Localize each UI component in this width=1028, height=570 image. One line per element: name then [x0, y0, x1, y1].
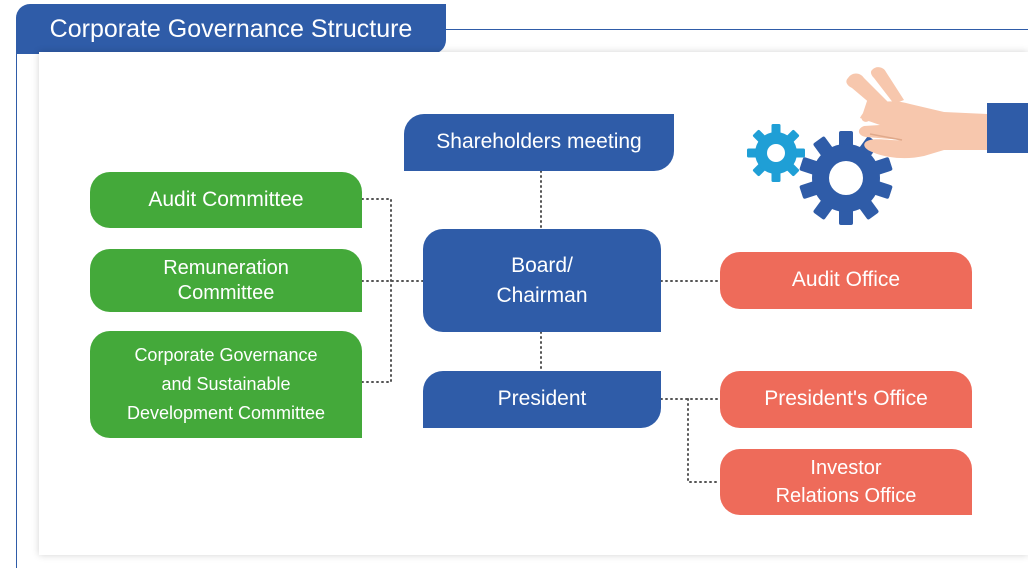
node-remuneration-committee-line-2: Committee [177, 281, 275, 304]
title-rule [446, 29, 1028, 30]
node-board-chairman: Board/ Chairman [423, 229, 661, 332]
node-governance-committee-line-1: Corporate Governance [134, 344, 318, 365]
node-president: President [423, 371, 661, 428]
frame-border-left [16, 54, 17, 568]
node-shareholders-meeting-label: Shareholders meeting [436, 130, 642, 154]
page-title-text: Corporate Governance Structure [49, 14, 413, 43]
node-governance-committee-line-3: Development Committee [126, 403, 326, 424]
node-presidents-office: President's Office [720, 371, 972, 428]
node-audit-committee: Audit Committee [90, 172, 362, 228]
gear-large-icon [799, 131, 893, 225]
node-presidents-office-label: President's Office [764, 387, 928, 411]
node-board-chairman-line-1: Board/ [511, 254, 573, 278]
node-governance-committee: Corporate Governance and Sustainable Dev… [90, 331, 362, 438]
node-investor-relations-office: Investor Relations Office [720, 449, 972, 515]
connector-committees-bracket [361, 198, 392, 383]
page-title: Corporate Governance Structure [16, 4, 446, 54]
node-remuneration-committee: Remuneration Committee [90, 249, 362, 312]
hand-icon [846, 67, 1028, 159]
node-president-label: President [497, 387, 587, 411]
node-board-chairman-line-2: Chairman [496, 283, 588, 307]
node-audit-committee-label: Audit Committee [148, 187, 304, 211]
node-investor-relations-office-line-1: Investor [810, 457, 882, 479]
gear-small-icon [747, 124, 805, 182]
node-governance-committee-line-2: and Sustainable [161, 373, 291, 394]
connector-president-investor [687, 398, 721, 483]
node-audit-office: Audit Office [720, 252, 972, 309]
node-investor-relations-office-line-2: Relations Office [775, 485, 917, 507]
node-audit-office-label: Audit Office [791, 268, 901, 292]
node-remuneration-committee-line-1: Remuneration [163, 256, 289, 279]
node-shareholders-meeting: Shareholders meeting [404, 114, 674, 171]
